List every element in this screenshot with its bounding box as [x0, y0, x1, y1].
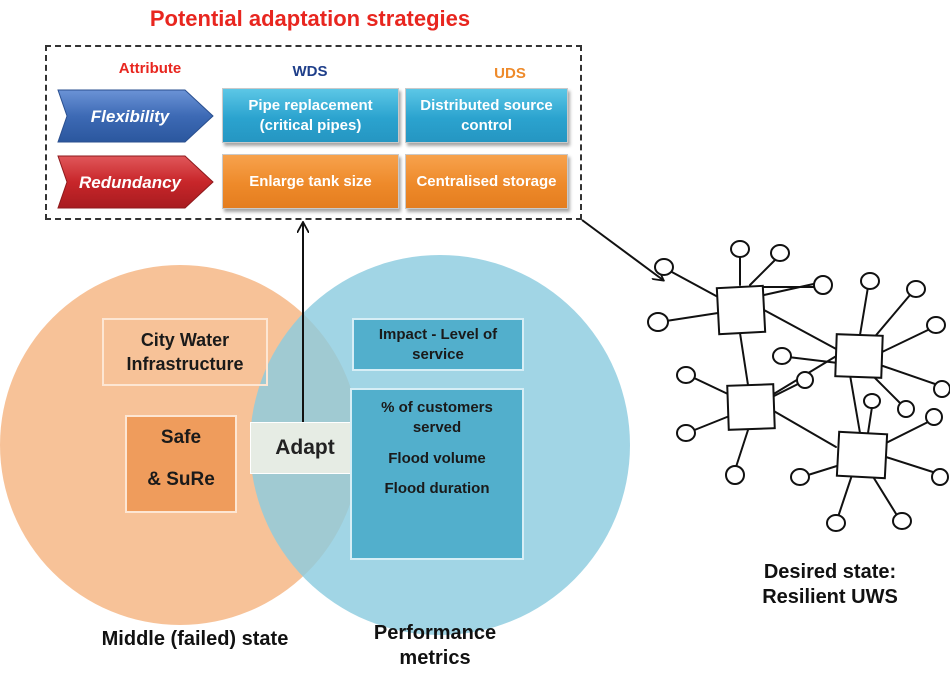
uds-header: UDS [494, 65, 526, 82]
redundancy-label: Redundancy [78, 173, 182, 192]
middle-failed-state-caption: Middle (failed) state [101, 628, 289, 650]
safe-sure-box: Safe & SuRe [125, 415, 237, 513]
safe-label: Safe [160, 427, 202, 448]
city-water-infrastructure-box: City Water Infrastructure [102, 318, 268, 386]
performance-metrics-caption: Performance metrics [373, 622, 497, 669]
to-network-arrow [581, 219, 663, 280]
flexibility-arrow [57, 89, 214, 143]
network-sketch [647, 240, 950, 532]
uds-flexibility-cell: Distributed source control [405, 88, 568, 143]
attribute-header: Attribute [118, 60, 182, 77]
metrics-box: % of customers served Flood volume Flood… [350, 388, 524, 560]
impact-level-of-service-box: Impact - Level of service [352, 318, 524, 371]
wds-flexibility-cell: Pipe replacement (critical pipes) [222, 88, 399, 143]
uds-redundancy-cell: Centralised storage [405, 154, 568, 209]
diagram-title: Potential adaptation strategies [149, 6, 471, 31]
flexibility-label: Flexibility [90, 107, 170, 126]
wds-redundancy-cell: Enlarge tank size [222, 154, 399, 209]
wds-header: WDS [292, 63, 328, 80]
desired-state-caption: Desired state: Resilient UWS [762, 561, 898, 608]
metric-customers-served: % of customers served [381, 399, 493, 436]
metric-flood-volume: Flood volume [388, 450, 486, 467]
adapt-label: Adapt [250, 422, 360, 474]
sure-label: & SuRe [147, 469, 215, 490]
metric-flood-duration: Flood duration [384, 480, 490, 497]
strategies-box [45, 45, 582, 220]
redundancy-arrow [57, 155, 214, 209]
